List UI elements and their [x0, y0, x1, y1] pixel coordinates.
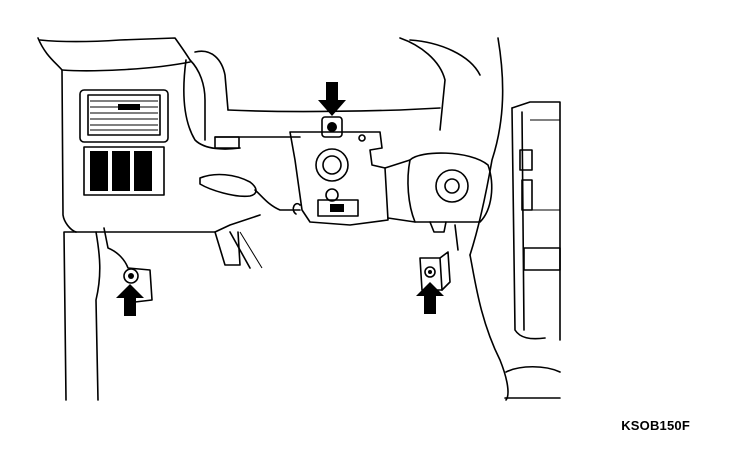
right-lower-bracket	[419, 224, 459, 291]
left-lower-screw-arrow	[116, 284, 144, 316]
ignition-housing	[384, 152, 493, 233]
left-lower-bracket	[103, 227, 153, 303]
column-shroud	[214, 231, 263, 269]
cowl-frame	[183, 37, 481, 150]
wiper-stalk	[199, 173, 301, 211]
center-bracket	[289, 116, 389, 226]
figure-code: KSOB150F	[621, 418, 690, 433]
top-center-screw-arrow	[318, 82, 346, 116]
air-vent	[79, 89, 169, 143]
right-lower-screw-arrow	[416, 282, 444, 314]
center-console	[511, 101, 561, 341]
switch-panel	[83, 146, 165, 196]
dashboard-housing	[37, 37, 561, 401]
